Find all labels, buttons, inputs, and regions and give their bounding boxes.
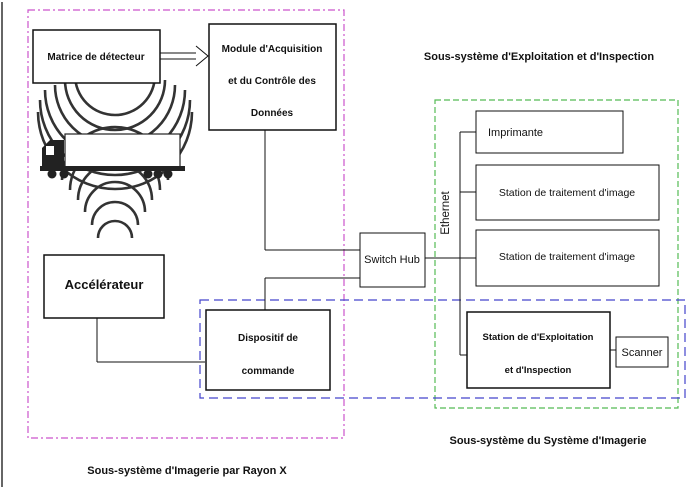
scanner-label: Scanner (622, 347, 663, 359)
imaging-subsystem-title: Sous-système du Système d'Imagerie (449, 435, 646, 447)
control-device-label-line2: commande (242, 366, 295, 377)
exploitation-station-label-line2: et d'Inspection (505, 365, 572, 376)
scanner-block (615, 336, 669, 368)
processing-station-1-block (475, 164, 660, 221)
acquisition-module-block (208, 23, 337, 131)
printer-block (475, 110, 624, 154)
acquisition-label-line2: et du Contrôle des (228, 76, 316, 87)
processing-station-1-label: Station de traitement d'image (499, 187, 635, 199)
exploitation-station-label-line1: Station de d'Exploitation (483, 332, 594, 343)
accelerator-block (43, 254, 165, 319)
processing-station-2-label: Station de traitement d'image (499, 251, 635, 263)
acquisition-label-line1: Module d'Acquisition (222, 44, 323, 55)
data-arrow-icon (160, 45, 209, 67)
switch-hub-block (359, 232, 426, 288)
ethernet-label: Ethernet (440, 190, 452, 234)
exploitation-subsystem-title: Sous-système d'Exploitation et d'Inspect… (424, 51, 654, 63)
printer-label: Imprimante (488, 127, 543, 139)
control-device-label-line1: Dispositif de (238, 333, 298, 344)
xray-subsystem-title: Sous-système d'Imagerie par Rayon X (87, 465, 287, 477)
truck-icon (40, 133, 185, 179)
acquisition-label-line3: Données (251, 108, 294, 119)
detector-matrix-label: Matrice de détecteur (47, 52, 144, 63)
connection-lines (96, 130, 616, 363)
control-device-block (205, 309, 331, 391)
imaging-subsystem-box (434, 99, 679, 409)
exploitation-subsystem-box (199, 299, 686, 399)
detector-matrix-block (32, 29, 161, 84)
processing-station-2-block (475, 229, 660, 287)
accelerator-label: Accélérateur (65, 277, 144, 292)
xray-subsystem-box (27, 9, 345, 439)
exploitation-station-block (466, 311, 611, 389)
switch-hub-label: Switch Hub (364, 254, 420, 266)
